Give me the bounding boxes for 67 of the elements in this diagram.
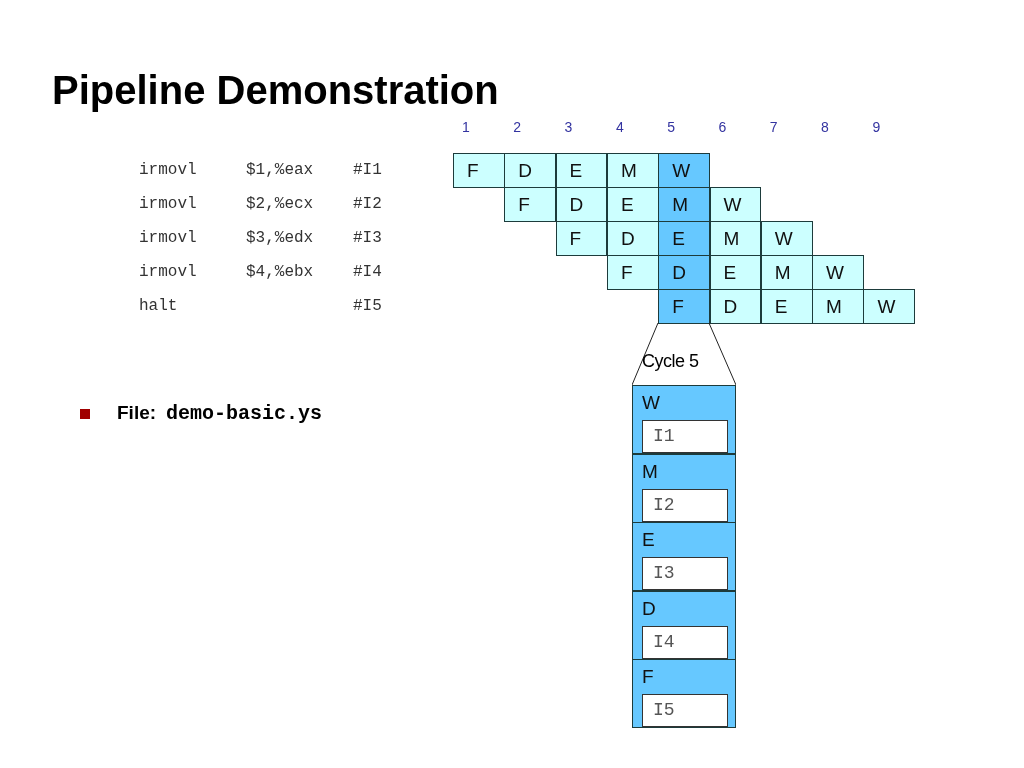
cycle-number: 8 [821,119,829,135]
stage-cell: F [504,187,557,222]
code-operand: $3,%edx [246,229,314,247]
code-operand: $4,%ebx [246,263,314,281]
cycle-number: 4 [615,119,624,135]
stage-cell: F [453,153,505,188]
instruction-slot: I5 [642,694,728,727]
highlighted-stage-cell: W [658,153,710,188]
stage-panel [632,590,736,660]
code-comment: #I4 [353,263,382,281]
stage-cell: M [709,221,762,256]
stage-panel [632,453,736,523]
code-opcode: irmovl [139,229,197,247]
code-comment: #I1 [353,161,382,179]
stage-cell: F [606,255,659,290]
instruction-slot: I1 [642,420,728,453]
stage-cell: D [709,289,762,324]
stage-cell: F [555,221,608,256]
stage-cell: E [606,187,659,222]
code-comment: #I5 [353,297,382,315]
code-operand: $2,%ecx [246,195,314,213]
stage-cell: W [812,255,864,290]
file-label: File: [117,402,157,424]
stage-label: M [642,461,658,481]
code-operand: $1,%eax [246,161,314,179]
stage-cell: E [760,289,813,324]
zoom-callout: Cycle 5 [632,323,736,385]
stage-cell: W [709,187,762,222]
slide-title: Pipeline Demonstration [52,68,499,113]
cycle-number: 2 [513,119,522,135]
stage-cell: E [709,255,762,290]
code-opcode: halt [139,297,178,315]
cycle-number: 7 [769,119,778,135]
stage-cell: E [555,153,608,188]
stage-cell: M [606,153,659,188]
cycle-number: 5 [667,119,675,135]
stage-cell: M [760,255,813,290]
stage-cell: W [760,221,813,256]
code-comment: #I3 [353,229,382,247]
instruction-slot: I2 [642,488,728,522]
code-opcode: irmovl [139,161,197,179]
instruction-slot: I3 [642,557,728,590]
stage-cell: M [812,289,864,324]
stage-cell: W [863,289,916,324]
highlighted-stage-cell: E [658,221,710,256]
stage-label: W [642,393,660,412]
stage-panel [632,522,736,591]
code-comment: #I2 [353,195,382,213]
highlighted-stage-cell: M [658,187,710,222]
highlighted-stage-cell: F [658,289,710,324]
stage-cell: D [504,153,557,188]
code-opcode: irmovl [139,195,197,213]
stage-cell: D [606,221,659,256]
stage-label: D [642,598,656,618]
stage-label: F [642,667,654,686]
highlighted-stage-cell: D [658,255,710,290]
stage-cell: D [555,187,608,222]
stage-label: E [642,530,655,549]
cycle-number: 9 [872,119,881,135]
stage-panel [632,659,736,728]
cycle-number: 3 [564,119,573,135]
file-name: demo-basic.ys [166,402,323,425]
cycle-number: 1 [462,119,470,135]
stage-panel [632,385,736,454]
code-opcode: irmovl [139,263,197,281]
instruction-slot: I4 [642,625,728,659]
cycle-number: 6 [718,119,727,135]
